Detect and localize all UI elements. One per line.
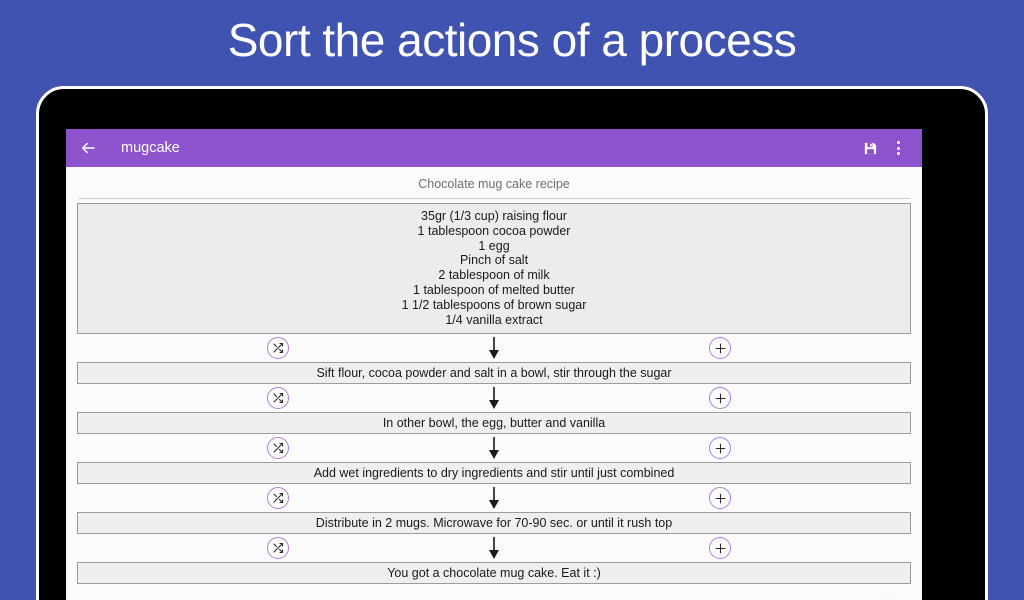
shuffle-icon[interactable] [267,337,289,360]
shuffle-icon[interactable] [267,387,289,410]
step-row[interactable]: Sift flour, cocoa powder and salt in a b… [77,362,911,385]
ingredient-line: Pinch of salt [459,253,529,268]
ingredient-line: 1 egg [478,238,510,253]
step-row[interactable]: Add wet ingredients to dry ingredients a… [77,462,911,485]
app-bar-title: mugcake [121,140,180,156]
shuffle-icon[interactable] [267,437,289,460]
shuffle-icon[interactable] [267,537,289,560]
step-row[interactable]: You got a chocolate mug cake. Eat it :) [77,562,911,585]
recipe-title: Chocolate mug cake recipe [418,177,570,191]
step-connector [77,484,911,512]
plus-circle-icon[interactable] [709,437,731,460]
recipe-content: Chocolate mug cake recipe 35gr (1/3 cup)… [66,167,922,600]
promo-headline: Sort the actions of a process [227,14,797,66]
ingredient-line: 1 tablespoon of melted butter [413,282,575,297]
arrow-down-icon [77,486,911,510]
kebab-dots [896,141,900,155]
save-floppy-icon[interactable] [858,136,882,160]
ingredient-line: 1 1/2 tablespoons of brown sugar [401,297,587,312]
ingredient-line: 1/4 vanilla extract [445,312,543,327]
ingredient-line: 35gr (1/3 cup) raising flour [421,209,567,223]
arrow-left-icon[interactable] [77,137,99,159]
title-divider [78,198,910,199]
arrow-down-icon [77,386,911,410]
arrow-down-icon [77,436,911,460]
ingredients-box[interactable]: 35gr (1/3 cup) raising flour 1 tablespoo… [77,203,911,335]
step-connector [77,384,911,412]
plus-circle-icon[interactable] [709,537,731,560]
step-row[interactable]: In other bowl, the egg, butter and vanil… [77,412,911,435]
step-connector [77,534,911,562]
plus-circle-icon[interactable] [709,387,731,410]
ingredient-line: 2 tablespoon of milk [438,268,550,283]
step-row[interactable]: Distribute in 2 mugs. Microwave for 70-9… [77,512,911,535]
ingredient-line: 1 tablespoon cocoa powder [417,223,571,238]
shuffle-icon[interactable] [267,487,289,510]
plus-circle-icon[interactable] [709,337,731,360]
arrow-down-icon [77,336,911,360]
tablet-device-frame: mugcake Chocolate mug cake recipe 35gr (… [36,86,988,600]
step-connector [77,334,911,362]
arrow-down-icon [77,536,911,560]
plus-circle-icon[interactable] [709,487,731,510]
app-bar: mugcake [66,129,922,167]
step-connector [77,434,911,462]
tablet-screen: mugcake Chocolate mug cake recipe 35gr (… [66,129,922,600]
more-vertical-icon[interactable] [888,136,908,160]
